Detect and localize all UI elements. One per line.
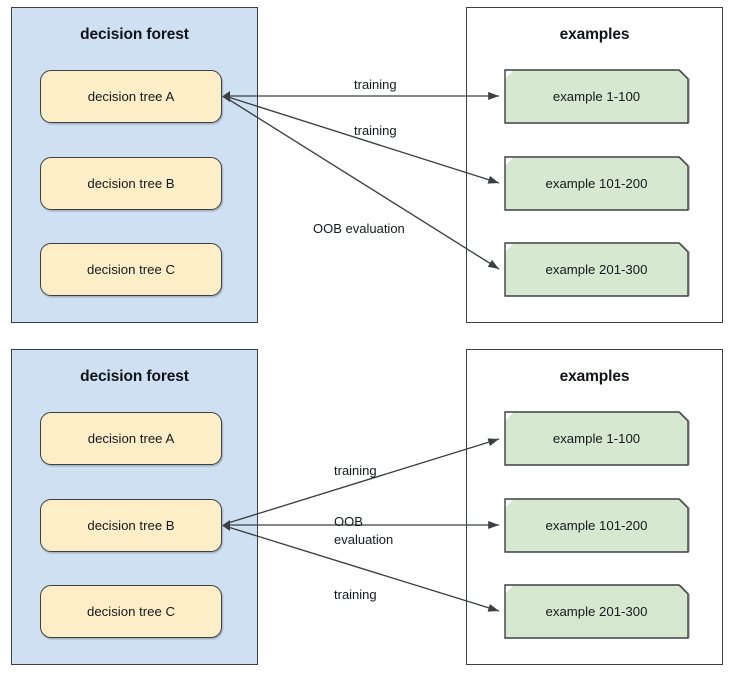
edge-label-training-1-bottom: training [334,463,377,478]
decision-forest-title-bottom: decision forest [80,368,189,385]
decision-forest-title-top: decision forest [80,26,189,43]
example-201-300-box-top[interactable]: example 201-300 [505,243,688,296]
example-101-200-box-top[interactable]: example 101-200 [505,157,688,210]
diagram-bottom: decision forest examples decision tree A… [0,342,737,685]
decision-tree-c-label-bottom: decision tree C [87,604,175,619]
example-201-300-label-bottom: example 201-300 [545,604,648,619]
edge-label-oob-line1-bottom: OOB [334,514,363,529]
decision-tree-b-label-bottom: decision tree B [87,518,175,533]
edge-label-oob-top: OOB evaluation [313,221,405,236]
decision-tree-a-box-bottom[interactable]: decision tree A [40,412,222,465]
decision-tree-c-label-top: decision tree C [87,262,175,277]
edge-label-training-2-top: training [354,123,397,138]
diagram-top: decision forest examples decision tree A… [11,7,723,323]
edge-label-training-1-top: training [354,77,397,92]
example-201-300-box-bottom[interactable]: example 201-300 [505,585,688,638]
decision-tree-a-label-top: decision tree A [87,89,175,104]
decision-tree-b-box-top[interactable]: decision tree B [40,157,222,210]
decision-tree-c-box-top[interactable]: decision tree C [40,243,222,296]
edge-label-oob-line2-bottom: evaluation [334,532,394,547]
decision-tree-a-box-top[interactable]: decision tree A [40,70,222,123]
example-101-200-label-bottom: example 101-200 [545,518,648,533]
decision-tree-a-label-bottom: decision tree A [87,431,175,446]
edge-training-2-top [227,96,500,184]
example-1-100-label-top: example 1-100 [552,89,641,104]
decision-tree-b-label-top: decision tree B [87,176,175,191]
example-201-300-label-top: example 201-300 [545,262,648,277]
decision-tree-c-box-bottom[interactable]: decision tree C [40,585,222,638]
decision-tree-b-box-bottom[interactable]: decision tree B [40,499,222,552]
example-101-200-box-bottom[interactable]: example 101-200 [505,499,688,552]
example-1-100-label-bottom: example 1-100 [552,431,641,446]
examples-title-top: examples [559,26,630,43]
example-1-100-box-top[interactable]: example 1-100 [505,70,688,123]
edge-training-1-bottom [227,438,500,524]
examples-title-bottom: examples [559,368,630,385]
edge-label-training-2-bottom: training [334,587,377,602]
example-101-200-label-top: example 101-200 [545,176,648,191]
example-1-100-box-bottom[interactable]: example 1-100 [505,412,688,465]
